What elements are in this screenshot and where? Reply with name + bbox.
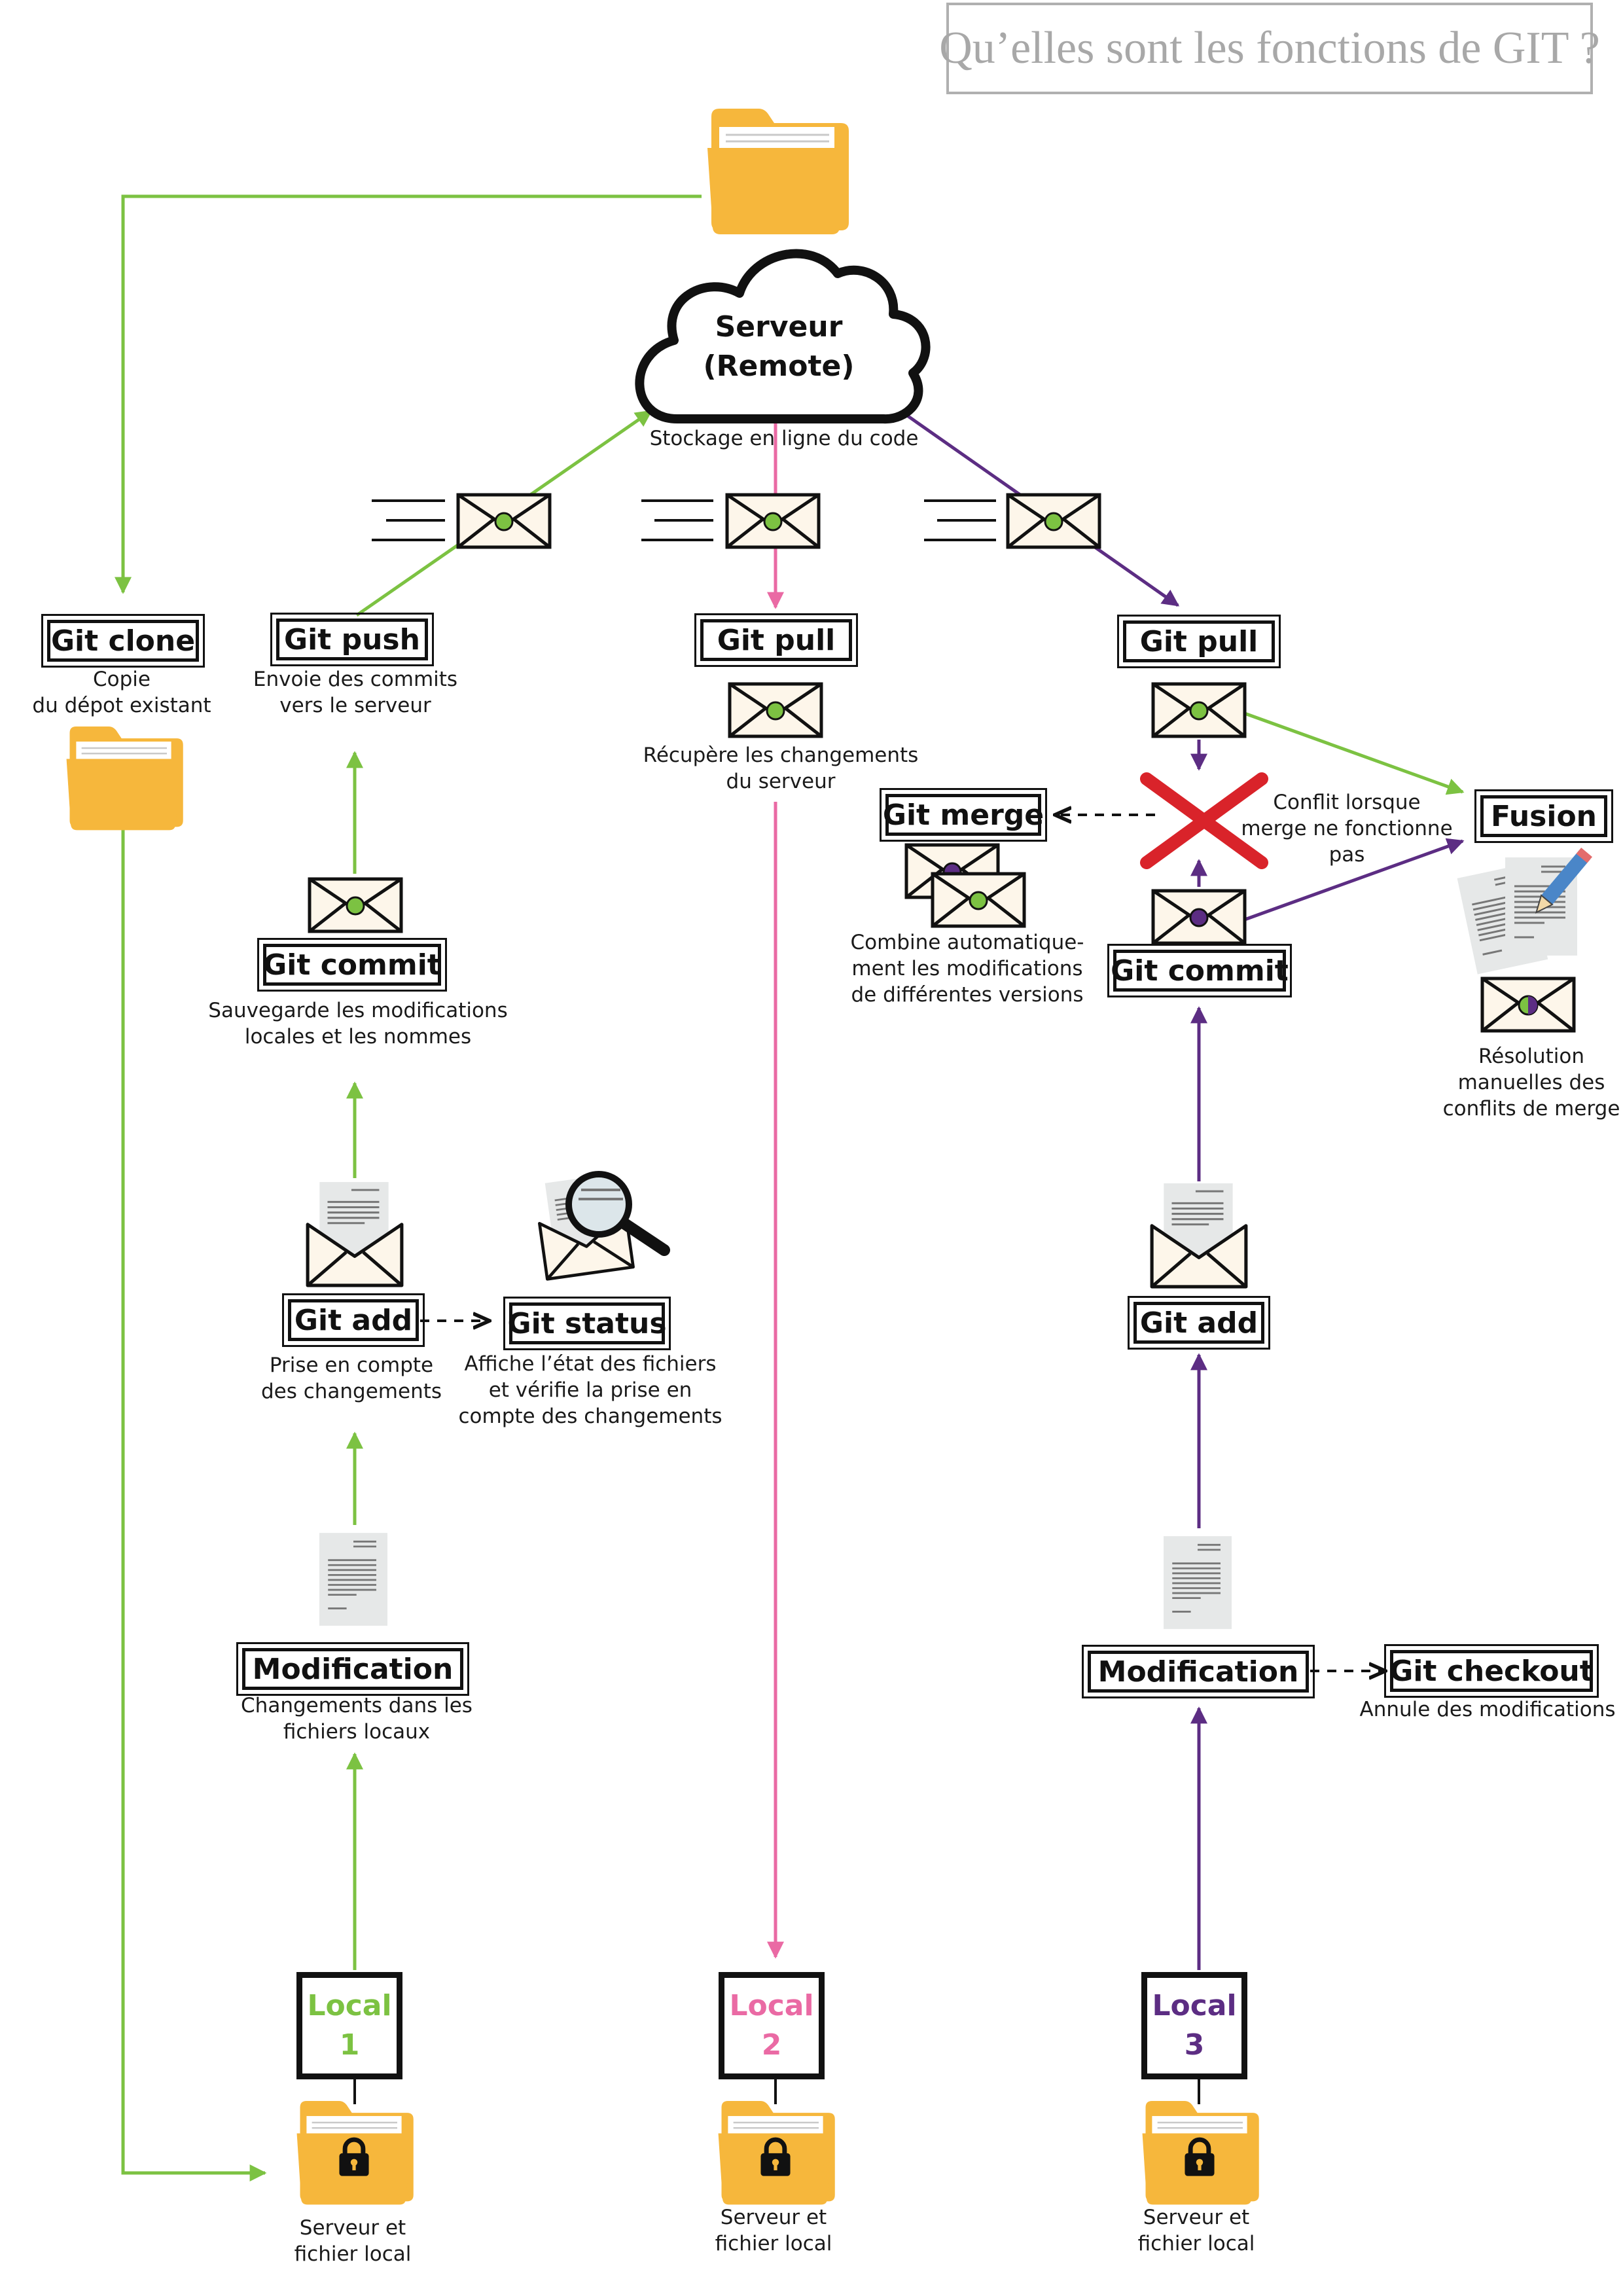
- modification-1-description: Changements dans les fichiers locaux: [241, 1694, 473, 1744]
- server-label-line2: (Remote): [703, 350, 855, 383]
- server-label-line1: Serveur: [715, 310, 843, 344]
- local-3-folder-caption: Serveur et fichier local: [1137, 2206, 1255, 2255]
- local-1-box: Local 1: [296, 1972, 402, 2079]
- local-1-number: 1: [339, 2028, 360, 2062]
- fusion-box: Fusion: [1474, 789, 1613, 843]
- modification3-document-icon: [1164, 1535, 1232, 1630]
- modification-3-box: Modification: [1082, 1645, 1315, 1698]
- git-add-1-description: Prise en compte des changements: [260, 1354, 442, 1403]
- git-pull-2-description: Récupère les changements du serveur: [643, 744, 919, 793]
- server-description: Stockage en ligne du code: [649, 427, 919, 450]
- pull3-to-fusion-arrow: [1244, 711, 1465, 795]
- page-title: Qu’elles sont les fonctions de GIT ?: [939, 3, 1600, 94]
- modification1-document-icon: [319, 1532, 387, 1627]
- local-1-folder-caption: Serveur et fichier local: [294, 2216, 412, 2266]
- remote-folder-icon: [706, 107, 850, 236]
- git-merge-box: Git merge: [880, 788, 1047, 842]
- commit1-envelope-icon: [310, 879, 401, 931]
- pencil-icon: [1535, 848, 1593, 914]
- cloud-icon: [635, 249, 931, 424]
- local-2-folder-caption: Serveur et fichier local: [715, 2206, 832, 2255]
- git-pull-2-box: Git pull: [694, 613, 858, 667]
- server-label: Serveur (Remote): [704, 308, 855, 386]
- local3-folder-icon: [1141, 2100, 1260, 2206]
- clone-to-local1-arrow: [121, 828, 267, 2181]
- pull2-envelope-icon: [641, 495, 819, 547]
- git-status-description: Affiche l’état des fichiers et vérifie l…: [458, 1352, 722, 1428]
- local-2-number: 2: [761, 2028, 782, 2062]
- local-3-number: 3: [1184, 2028, 1205, 2062]
- git-pull-3-box: Git pull: [1117, 615, 1281, 668]
- modification-1-box: Modification: [236, 1642, 469, 1696]
- git-checkout-box: Git checkout: [1384, 1644, 1599, 1698]
- commit3-envelope-icon: [1153, 891, 1245, 943]
- local2-folder-icon: [717, 2100, 836, 2206]
- local1-folder-icon: [296, 2100, 415, 2206]
- push-envelope-icon: [372, 495, 550, 547]
- status-magnifier-icon: [534, 1171, 670, 1280]
- git-add-1-box: Git add: [282, 1293, 425, 1347]
- local-2-word: Local: [729, 1989, 814, 2022]
- local-3-word: Local: [1152, 1989, 1237, 2022]
- git-clone-description: Copie du dépot existant: [32, 668, 211, 717]
- git-push-description: Envoie des commits vers le serveur: [253, 668, 458, 717]
- clone-arrow: [115, 194, 702, 594]
- git-commit-1-box: Git commit: [257, 938, 447, 992]
- conflict-description: Conflit lorsque merge ne fonctionne pas: [1241, 791, 1453, 867]
- git-clone-box: Git clone: [41, 614, 205, 668]
- git-status-box: Git status: [503, 1297, 671, 1350]
- add3-mail-document-icon: [1152, 1183, 1246, 1287]
- git-commit-1-description: Sauvegarde les modifications locales et …: [208, 999, 508, 1049]
- commit3-to-fusion-arrow: [1244, 838, 1465, 922]
- clone-folder-icon: [65, 725, 185, 831]
- local-3-box: Local 3: [1141, 1972, 1247, 2079]
- fusion-envelope-icon: [1482, 978, 1574, 1031]
- pull3-envelope-icon: [924, 495, 1099, 547]
- git-add-3-box: Git add: [1128, 1296, 1270, 1350]
- git-merge-description: Combine automatique- ment les modificati…: [850, 931, 1084, 1007]
- add1-mail-document-icon: [308, 1182, 402, 1285]
- git-commit-3-box: Git commit: [1107, 944, 1292, 997]
- pull3-result-envelope-icon: [1153, 684, 1245, 736]
- local-1-word: Local: [307, 1989, 392, 2022]
- git-push-box: Git push: [270, 613, 434, 666]
- git-checkout-description: Annule des modifications: [1359, 1698, 1616, 1721]
- fusion-description: Résolution manuelles des conflits de mer…: [1442, 1045, 1620, 1121]
- conflict-cross-icon: [1140, 772, 1268, 869]
- pull2-result-envelope-icon: [730, 684, 821, 736]
- local-2-box: Local 2: [719, 1972, 825, 2079]
- merge-envelopes-icon: [906, 845, 1024, 926]
